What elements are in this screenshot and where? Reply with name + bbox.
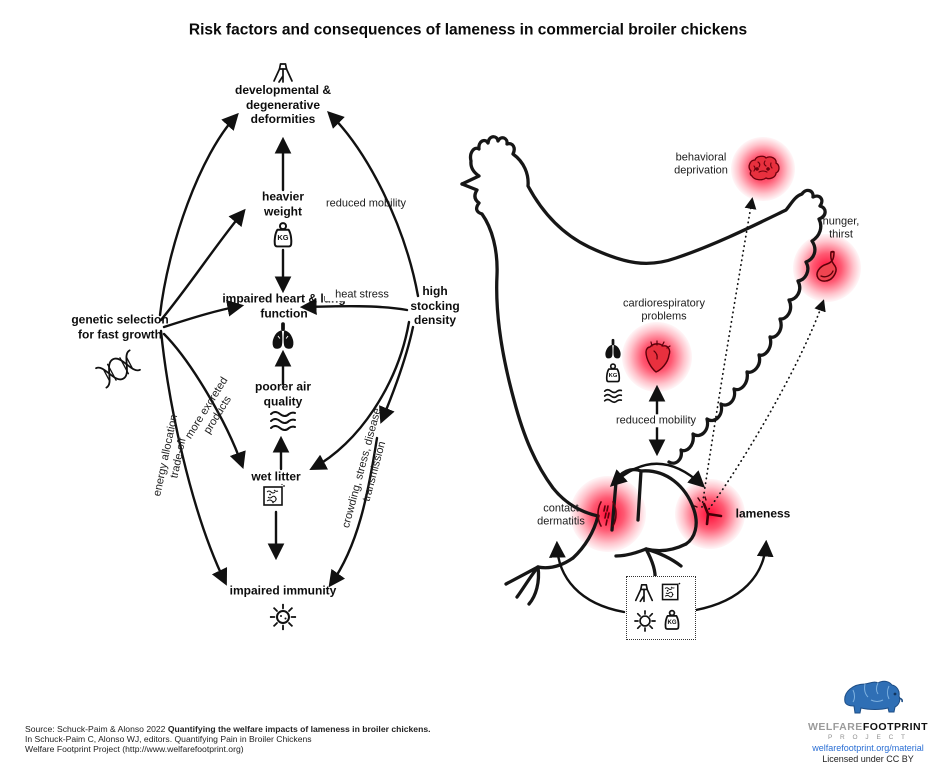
node-impaired-heart: impaired heart & lung function <box>222 291 346 320</box>
joint-icon <box>693 496 723 526</box>
dna-icon <box>95 349 141 389</box>
arrow-box-lameness <box>694 539 774 612</box>
heart-icon <box>645 340 671 373</box>
dotted-arrows <box>701 197 826 510</box>
arrow-box-dermatitis <box>548 540 626 614</box>
lungs-icon <box>272 322 294 349</box>
air-waves-icon <box>270 411 296 431</box>
arrow-lameness-dermatitis-arc <box>609 462 706 488</box>
skin-lesion-icon <box>597 501 617 527</box>
brain-icon <box>748 155 780 181</box>
arrow-genetics-deformities <box>158 112 239 317</box>
node-wet-litter: wet litter <box>251 469 301 484</box>
logo-link[interactable]: welfarefootprint.org/material <box>812 743 924 753</box>
arrow-crowding-immunity <box>328 436 379 588</box>
node-impaired-immunity: impaired immunity <box>229 583 337 598</box>
label-contact-dermatitis: contact dermatitis <box>537 502 585 528</box>
arrow-density-impaired-heart <box>299 298 409 316</box>
source-citation: Source: Schuck-Paim & Alonso 2022 Quanti… <box>25 724 431 754</box>
stomach-icon <box>816 250 837 282</box>
arrow-genetics-immunity <box>159 329 228 586</box>
svg-text:KG: KG <box>667 620 676 626</box>
node-heavier-weight: heavier weight <box>261 189 305 218</box>
node-poorer-air: poorer air quality <box>254 379 311 408</box>
wet-litter-icon <box>661 582 681 601</box>
arrow-density-down <box>379 325 415 424</box>
edge-label-heat-stress: heat stress <box>325 288 399 302</box>
chicken-foot-icon <box>273 63 293 83</box>
kg-weight-icon: KG <box>664 609 680 630</box>
pig-logo-icon <box>844 680 903 714</box>
node-stocking-density: high stocking density <box>410 284 460 328</box>
label-hunger-thirst: hunger, thirst <box>822 215 860 241</box>
source-line-1: Source: Schuck-Paim & Alonso 2022 Quanti… <box>25 724 431 734</box>
label-behavioral-deprivation: behavioral deprivation <box>674 151 728 177</box>
flow-arrows <box>158 111 420 588</box>
arrow-genetics-heavier-weight <box>159 208 246 322</box>
label-cardiorespiratory: cardiorespiratory problems <box>623 297 705 323</box>
virus-icon <box>269 603 297 631</box>
arrow-genetics-impaired-heart <box>162 299 245 329</box>
page-title: Risk factors and consequences of lamenes… <box>188 21 748 39</box>
consequence-arrows <box>548 384 774 614</box>
arrow-density-wet-litter <box>309 320 411 470</box>
kg-weight-icon: KG <box>273 222 293 248</box>
risk-factor-box <box>626 576 696 640</box>
arrow-density-deformities <box>327 111 420 298</box>
node-genetic-selection: genetic selection for fast growth <box>71 312 169 341</box>
license-text: Licensed under CC BY <box>822 754 914 764</box>
virus-icon <box>634 610 656 632</box>
lungs-icon <box>605 338 621 359</box>
label-lameness: lameness <box>735 506 791 521</box>
svg-text:KG: KG <box>277 233 288 242</box>
welfare-footprint-logo: WELFAREFOOTPRINT P R O J E C T welfarefo… <box>793 678 936 764</box>
dotted-arrow-lameness-brain <box>701 197 757 508</box>
node-deformities: developmental & degenerative deformities <box>234 83 332 127</box>
logo-wordmark: WELFAREFOOTPRINT <box>807 721 928 733</box>
svg-text:KG: KG <box>609 373 618 379</box>
edge-label-reduced-mobility: reduced mobility <box>325 197 407 210</box>
air-waves-icon <box>603 388 623 404</box>
label-reduced-mobility: reduced mobility <box>613 414 699 428</box>
logo-project-text: P R O J E C T <box>828 734 908 741</box>
source-line-3: Welfare Footprint Project (http://www.we… <box>25 744 244 755</box>
dotted-arrow-lameness-stomach <box>708 299 826 510</box>
arrow-genetics-wet-litter <box>162 332 246 469</box>
wet-litter-icon <box>263 483 285 506</box>
kg-weight-icon: KG <box>605 363 621 383</box>
chicken-foot-icon <box>634 584 654 603</box>
source-line-2: In Schuck-Paim C, Alonso WJ, editors. Qu… <box>25 734 312 745</box>
